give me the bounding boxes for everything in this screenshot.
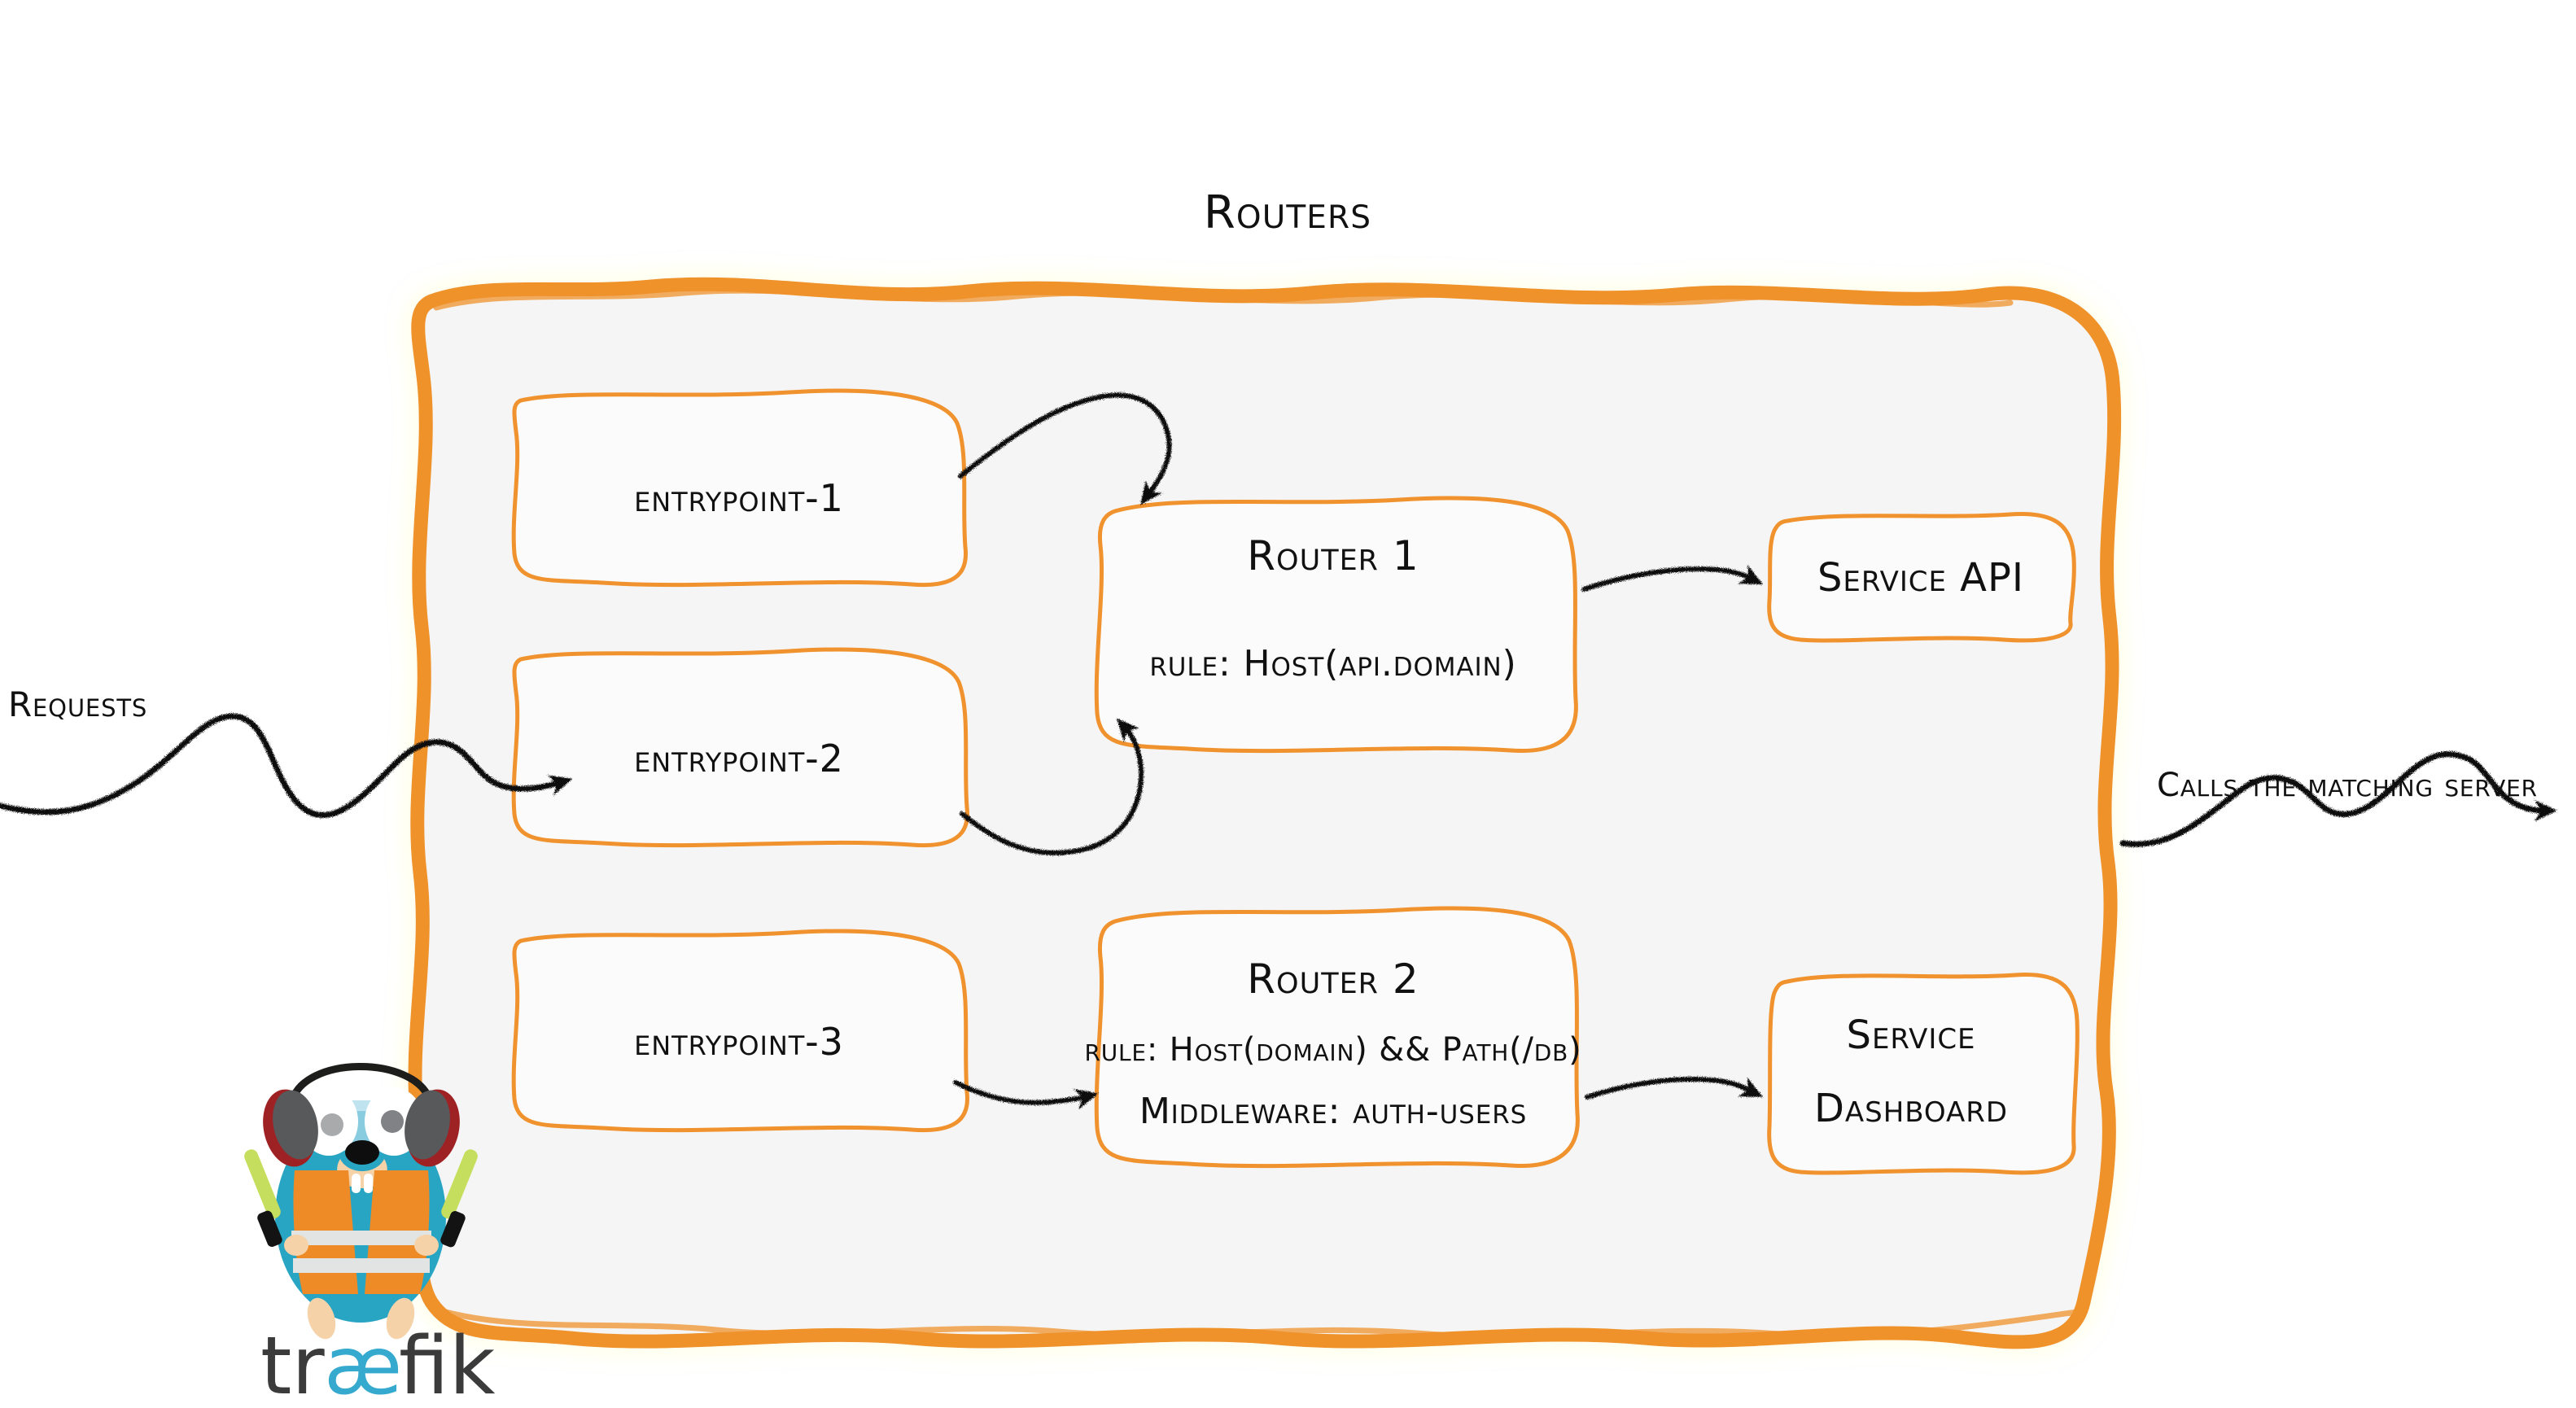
- gopher-tooth-left: [352, 1174, 361, 1193]
- arrow-ep3-router2: [953, 1080, 1099, 1110]
- entrypoint-box-1[interactable]: entrypoint-1: [511, 388, 969, 588]
- gopher-pupil-left: [321, 1113, 343, 1136]
- arrow-incoming-requests: [0, 713, 573, 818]
- headphone-band: [287, 1063, 434, 1105]
- gopher-wand-right: [414, 1149, 478, 1256]
- arrow-router1-serviceapi: [1581, 564, 1764, 592]
- router-box-2-shape: [1094, 906, 1580, 1169]
- gopher-pupil-right: [381, 1110, 404, 1133]
- routers-frame-sketch-bottom: [436, 1307, 2080, 1340]
- router-name-1: Router 1: [1247, 532, 1419, 579]
- requests-label: Requests: [8, 684, 147, 724]
- page-title: Routers: [1204, 186, 1371, 239]
- routers-frame-sketch-top: [433, 287, 2014, 311]
- entrypoint-label-1: entrypoint-1: [634, 476, 844, 520]
- entrypoint-label-2: entrypoint-2: [634, 737, 844, 781]
- traefik-wordmark-part3: fik: [399, 1320, 496, 1408]
- router-rule-2: rule: Host(domain) && Path(/db): [1084, 1031, 1581, 1069]
- router-box-2[interactable]: Router 2 rule: Host(domain) && Path(/db)…: [1084, 906, 1581, 1169]
- router-box-1-shape: [1094, 496, 1578, 754]
- gopher-foot-left: [307, 1297, 336, 1340]
- arrow-ep1-router1: [958, 392, 1172, 505]
- headphone-left: [263, 1089, 318, 1167]
- traefik-gopher-logo: [244, 1063, 478, 1340]
- service-box-api[interactable]: Service API: [1767, 511, 2076, 643]
- router-middleware-2: Middleware: auth-users: [1139, 1091, 1527, 1132]
- router-rule-1: rule: Host(api.domain): [1149, 643, 1516, 684]
- gopher-tooth-right: [364, 1174, 373, 1193]
- entrypoint-box-1-shape: [511, 388, 969, 588]
- router-name-2: Router 2: [1247, 955, 1419, 1003]
- service-dashboard-label-1: Service: [1847, 1012, 1976, 1058]
- entrypoint-box-2[interactable]: entrypoint-2: [511, 647, 969, 848]
- gopher-wand-left: [244, 1149, 308, 1256]
- entrypoint-box-3[interactable]: entrypoint-3: [511, 929, 969, 1133]
- headphone-right: [405, 1089, 460, 1167]
- service-box-dashboard-shape: [1767, 972, 2080, 1175]
- arrow-ep2-router1: [960, 718, 1144, 855]
- calls-matching-server-label: Calls the matching server: [2157, 767, 2538, 804]
- gopher-foot-right: [386, 1297, 415, 1340]
- traefik-wordmark-part1: tr: [260, 1320, 325, 1408]
- entrypoint-box-3-shape: [511, 929, 969, 1133]
- arrow-outgoing-calls: [2119, 751, 2557, 847]
- connector-arrows: [0, 392, 2557, 1110]
- entrypoint-label-3: entrypoint-3: [634, 1020, 844, 1064]
- router-box-1[interactable]: Router 1 rule: Host(api.domain): [1094, 496, 1578, 754]
- arrow-router2-servicedashboard: [1585, 1077, 1764, 1100]
- traefik-wordmark-part2: æ: [324, 1320, 402, 1408]
- gopher-vest-stripe-2: [293, 1258, 430, 1273]
- service-dashboard-label-2: Dashboard: [1814, 1086, 2008, 1131]
- service-box-api-shape: [1767, 511, 2076, 643]
- service-box-dashboard[interactable]: Service Dashboard: [1767, 972, 2080, 1175]
- service-api-label: Service API: [1817, 555, 2024, 601]
- gopher-nose: [345, 1140, 379, 1165]
- gopher-vest-stripe-1: [291, 1231, 431, 1245]
- traefik-wordmark: tr æ fik: [260, 1320, 496, 1408]
